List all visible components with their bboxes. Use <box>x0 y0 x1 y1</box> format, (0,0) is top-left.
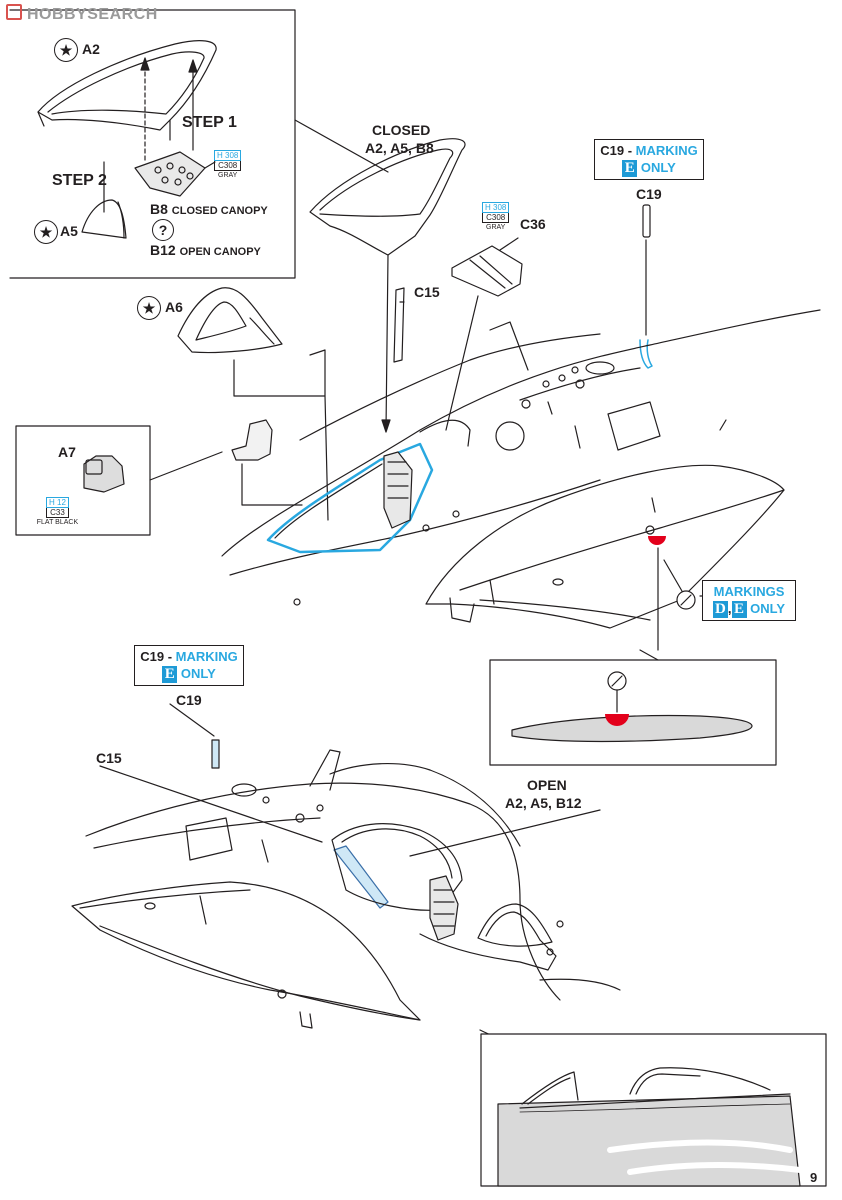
windscreen-a5-drawing <box>81 199 127 239</box>
fuselage-lower <box>85 782 561 1001</box>
label-a2: A2 <box>82 41 100 57</box>
marking-e-badge-bottom: E <box>162 666 178 684</box>
fuselage-upper <box>221 309 821 557</box>
windscreen-a6-drawing <box>177 287 283 354</box>
wing-upper <box>425 464 785 629</box>
red-marking-upper <box>648 536 666 545</box>
side-view-fuselage <box>497 1095 801 1187</box>
page-number: 9 <box>810 1170 818 1185</box>
part-c19-top <box>642 204 651 238</box>
marking-e-badge-top: E <box>622 160 638 178</box>
label-c36: C36 <box>520 216 546 232</box>
star-icon-a2: ★ <box>54 38 78 62</box>
markings-box-de: MARKINGS D,E ONLY <box>702 580 796 622</box>
label-closed-title: CLOSED <box>372 122 431 138</box>
label-a6: A6 <box>165 299 183 315</box>
wing-lower <box>71 881 421 1021</box>
label-open-parts: A2, A5, B12 <box>505 795 582 811</box>
label-c19-bottom: C19 <box>176 692 202 708</box>
label-a5: A5 <box>60 223 78 239</box>
paint-code-b8: H 308 C308 GRAY <box>214 150 242 180</box>
label-c15-bottom: C15 <box>96 750 122 766</box>
paint-code-a7: H 12 C33 FLAT BLACK <box>36 497 79 526</box>
inset-frame-airfoil <box>489 659 777 766</box>
part-c15-rod <box>393 287 405 363</box>
canopy-open-drawing <box>331 823 463 911</box>
canopy-closed-drawing <box>309 138 466 256</box>
part-c15-rod-lower <box>333 845 389 909</box>
label-a7: A7 <box>58 444 76 460</box>
label-c15-top: C15 <box>414 284 440 300</box>
watermark-logo-icon <box>6 4 22 20</box>
label-b8: B8 CLOSED CANOPY <box>150 201 268 217</box>
watermark-text: HOBBYSEARCH <box>26 6 158 23</box>
star-icon-a5: ★ <box>34 220 58 244</box>
marking-box-bottom: C19 - MARKING E ONLY <box>134 645 244 687</box>
label-step1: STEP 1 <box>182 114 237 131</box>
marking-e-badge-de: E <box>731 601 747 619</box>
label-open-title: OPEN <box>527 777 567 793</box>
part-b8-plate <box>134 151 206 197</box>
part-a7-drawing <box>231 419 273 461</box>
cockpit-rim-upper <box>266 442 434 554</box>
part-c19-bottom <box>211 739 220 769</box>
paint-code-c36: H 308 C308 GRAY <box>482 202 510 232</box>
part-c36-headrest <box>451 245 523 297</box>
star-icon-a6: ★ <box>137 296 161 320</box>
label-b12: B12 OPEN CANOPY <box>150 242 261 258</box>
canopy-a2-drawing <box>37 40 217 131</box>
label-step2: STEP 2 <box>52 172 107 189</box>
label-closed-parts: A2, A5, B8 <box>365 140 434 156</box>
question-icon: ? <box>152 219 174 241</box>
inset-frame-canopy-steps <box>9 9 296 279</box>
watermark: HOBBYSEARCH <box>6 4 158 24</box>
marking-d-badge: D <box>712 601 728 619</box>
label-c19-top: C19 <box>636 186 662 202</box>
marking-box-top: C19 - MARKING E ONLY <box>594 139 704 181</box>
